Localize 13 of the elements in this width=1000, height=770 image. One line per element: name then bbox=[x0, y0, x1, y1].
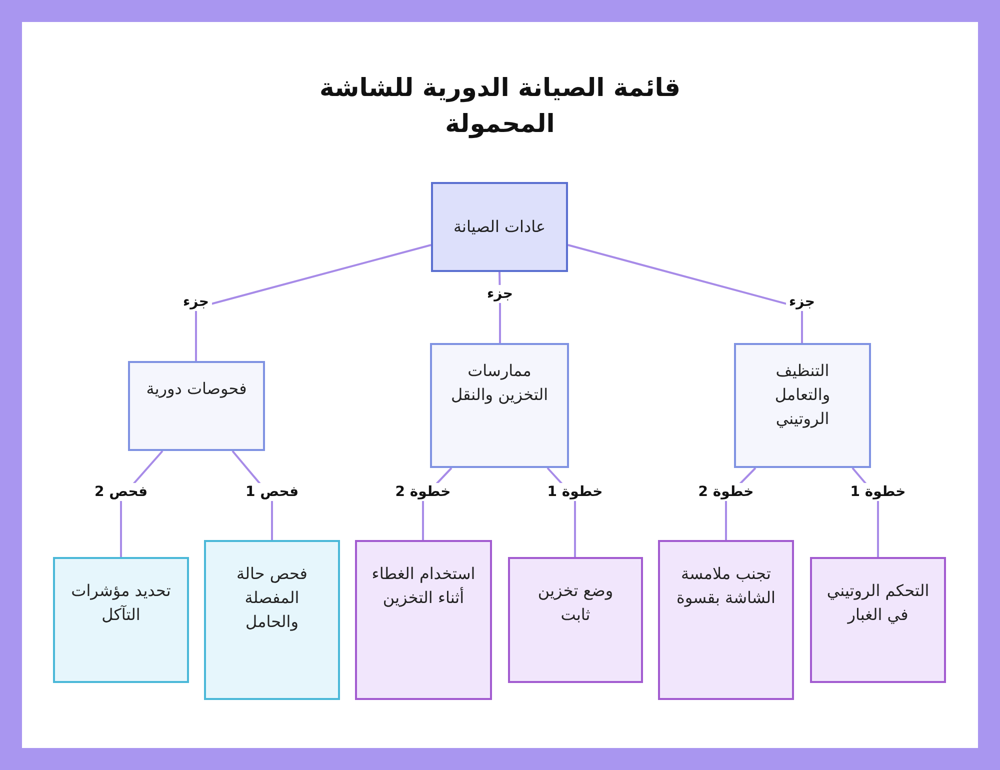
category-box: ممارسات التخزين والنقل bbox=[430, 343, 569, 468]
category-box: فحوصات دورية bbox=[128, 361, 265, 451]
step-box: تجنب ملامسة الشاشة بقسوة bbox=[658, 540, 794, 700]
category-box: التنظيف والتعامل الروتيني bbox=[734, 343, 871, 468]
step-box: استخدام الغطاء أثناء التخزين bbox=[355, 540, 492, 700]
step-box: التحكم الروتيني في الغبار bbox=[810, 557, 946, 683]
step-box: وضع تخزين ثابت bbox=[508, 557, 643, 683]
topic-box: عادات الصيانة bbox=[431, 182, 568, 272]
step-box: تحديد مؤشرات التآكل bbox=[53, 557, 189, 683]
title: قائمة الصيانة الدورية للشاشة المحمولة bbox=[318, 72, 682, 140]
step-box: فحص حالة المفصلة والحامل bbox=[204, 540, 340, 700]
connector bbox=[568, 244, 803, 343]
connector bbox=[195, 244, 432, 361]
